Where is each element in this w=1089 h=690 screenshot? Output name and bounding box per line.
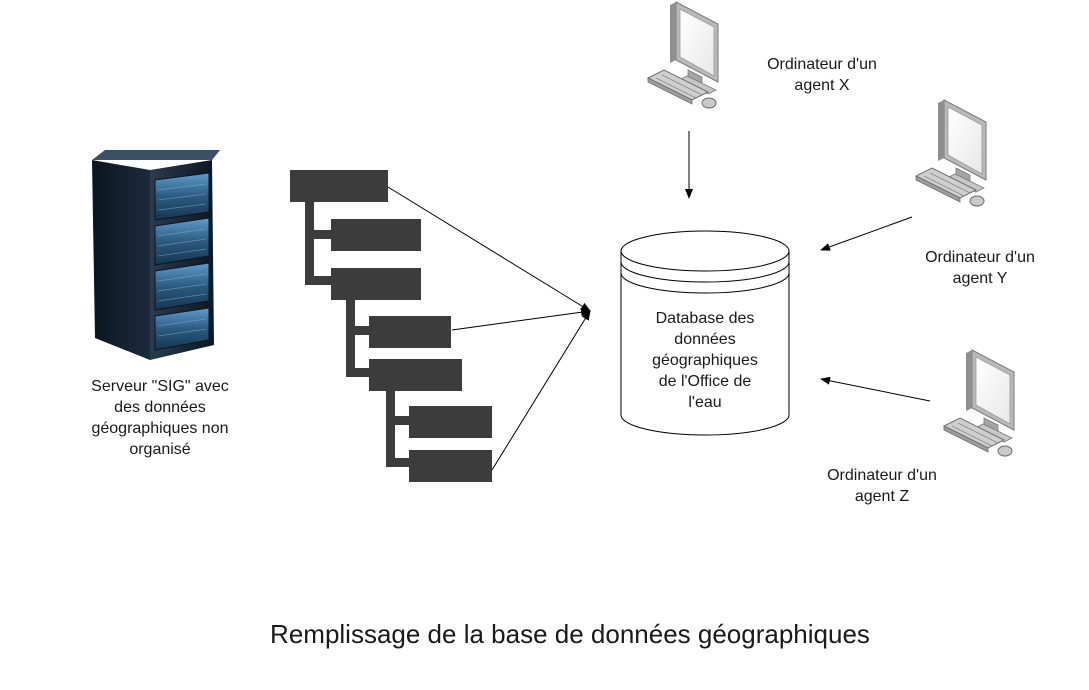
computer-icon	[915, 99, 987, 207]
edge-arrow	[820, 376, 931, 402]
tree-node	[369, 359, 462, 391]
tree-node	[290, 170, 388, 202]
tree-node	[409, 450, 492, 482]
agent-x-label: Ordinateur d'un agent X	[767, 56, 877, 94]
agent-y-label: Ordinateur d'un agent Y	[925, 249, 1035, 287]
diagram-title: Remplissage de la base de données géogra…	[270, 619, 870, 649]
edge-arrow	[491, 310, 591, 471]
tree-node	[331, 219, 421, 251]
database-cylinder-icon	[620, 230, 790, 436]
tree-node	[331, 268, 421, 300]
server-rack-icon	[92, 150, 220, 360]
computer-icon	[943, 349, 1015, 457]
edge-arrow	[387, 186, 591, 312]
computer-icon	[647, 1, 719, 109]
edge-arrow	[820, 216, 913, 251]
folder-tree-icon	[290, 170, 492, 482]
agent-z-label: Ordinateur d'un agent Z	[827, 467, 937, 505]
tree-node	[409, 406, 492, 438]
server-label: Serveur "SIG" avec des données géographi…	[91, 378, 229, 458]
edge-arrow	[451, 308, 591, 331]
tree-node	[369, 316, 451, 348]
database-label: Database des données géographiques de l'…	[652, 310, 758, 411]
